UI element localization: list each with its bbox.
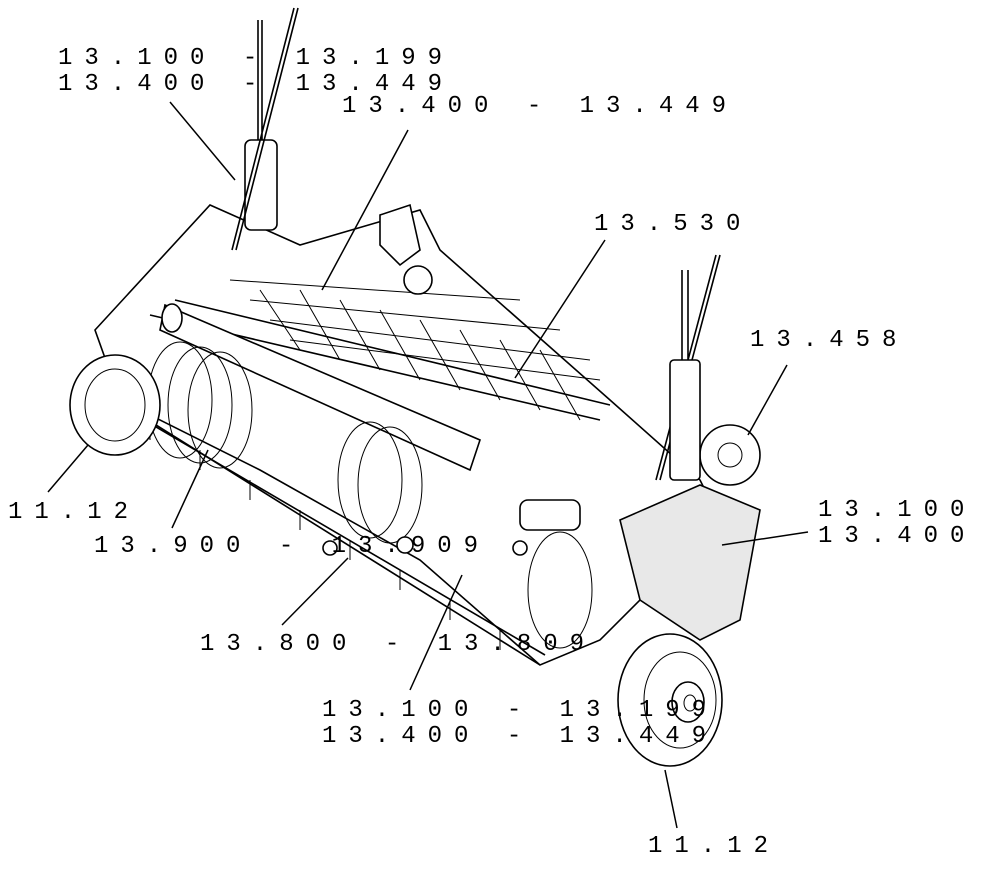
callout-13-458: 13.458 xyxy=(750,327,909,354)
left-wheel xyxy=(69,354,161,456)
callout-13-530: 13.530 xyxy=(594,211,753,238)
callout-13-400-13-449-bottom: 13.400 - 13.449 xyxy=(322,723,719,750)
callout-13-100-13-199-bottom: 13.100 - 13.199 xyxy=(322,697,719,724)
callout-13-900-13-909: 13.900 - 13.909 xyxy=(94,533,491,560)
callout-13-400-13-449-top: 13.400 - 13.449 xyxy=(58,71,455,98)
callout-11-12-left: 11.12 xyxy=(8,499,141,526)
leader-lines xyxy=(47,101,809,829)
machine-frame xyxy=(94,7,761,666)
callout-13-400-13-449-center: 13.400 - 13.449 xyxy=(342,93,739,120)
callout-13-100-13-199-top: 13.100 - 13.199 xyxy=(58,45,455,72)
callout-13-800-13-809: 13.800 - 13.809 xyxy=(200,631,597,658)
callout-11-12-bottom: 11.12 xyxy=(648,833,781,860)
callout-13-100-right: 13.100 xyxy=(818,497,977,524)
callout-13-400-right: 13.400 xyxy=(818,523,977,550)
right-wheel xyxy=(617,633,723,767)
